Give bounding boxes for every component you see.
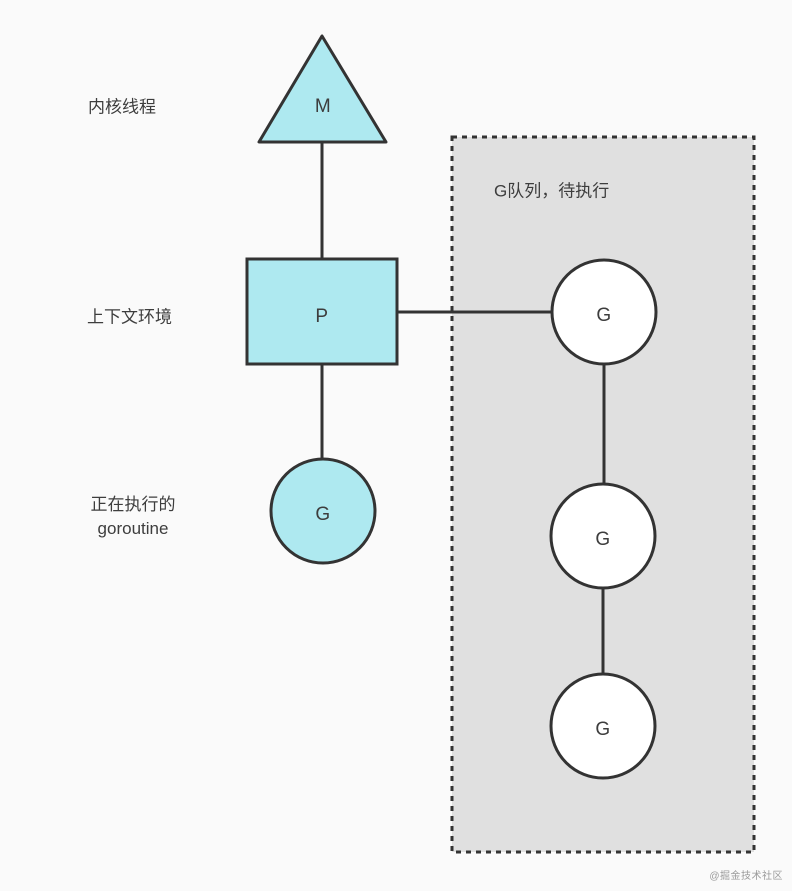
running-goroutine-label: 正在执行的 goroutine [91, 493, 176, 541]
queue-g3-circle [549, 672, 657, 780]
watermark: @掘金技术社区 [709, 871, 783, 882]
queue-g2-node-label: G [595, 529, 611, 550]
queue-g3-node-label: G [595, 719, 611, 740]
running-goroutine-label-line1: 正在执行的 [90, 495, 176, 514]
m-triangle [257, 34, 388, 144]
p-node-label: P [315, 306, 329, 327]
context-env-label: 上下文环境 [87, 307, 172, 327]
queue-g2-circle [549, 482, 657, 590]
g-queue-title: G队列，待执行 [494, 181, 610, 201]
running-goroutine-label-line2: goroutine [97, 519, 169, 538]
running-g-circle [269, 457, 377, 565]
p-rectangle [245, 257, 399, 366]
running-g-node-label: G [315, 504, 331, 525]
queue-g1-node-label: G [596, 305, 612, 326]
m-node-label: M [314, 96, 332, 117]
kernel-thread-label: 内核线程 [88, 97, 156, 117]
queue-g1-circle [550, 258, 658, 366]
